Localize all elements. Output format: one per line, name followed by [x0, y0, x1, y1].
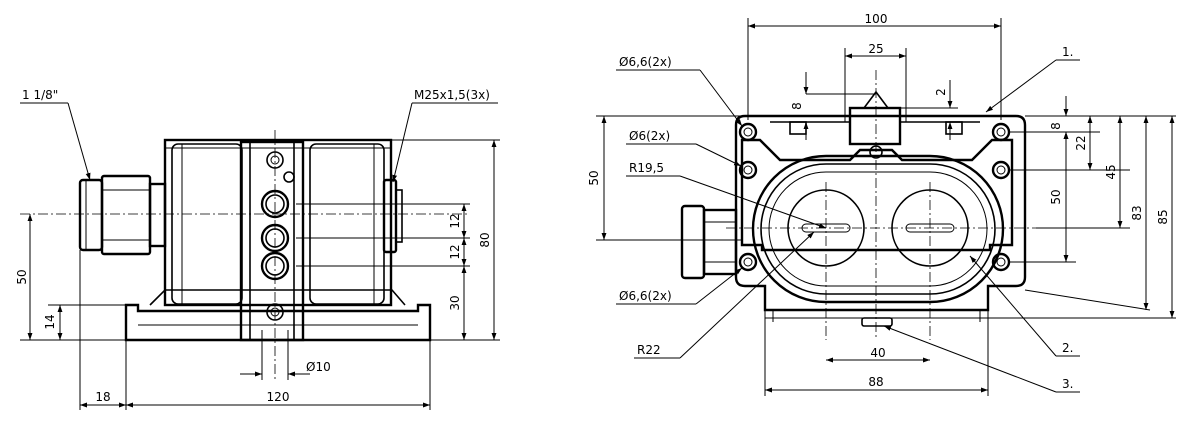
dim-gap-8: 8: [790, 102, 804, 110]
dim-right-85: 85: [1156, 209, 1170, 224]
callout-hole-66-top: Ø6,6(2x): [619, 55, 672, 69]
dim-right-22: 22: [1074, 135, 1088, 150]
mounting-holes: [738, 122, 1011, 272]
dim-pitch-12b: 12: [448, 244, 462, 259]
flange: [734, 114, 1027, 327]
dim-height-50-left: 50: [587, 170, 601, 185]
housing: [163, 138, 393, 307]
dim-offset-18: 18: [95, 390, 110, 404]
callout-thread: M25x1,5(3x): [414, 88, 490, 102]
dim-right-8: 8: [1049, 122, 1063, 130]
callout-pipe-size: 1 1/8": [22, 88, 58, 102]
dim-right-83: 83: [1130, 205, 1144, 220]
callout-radius-22: R22: [637, 343, 661, 357]
dim-height-30: 30: [448, 295, 462, 310]
cable-gland: [78, 174, 167, 256]
dim-right-50: 50: [1049, 189, 1063, 204]
front-view: 100 25 8 2 50 8 22: [587, 12, 1176, 396]
dim-height-50: 50: [15, 269, 29, 284]
item-label-1: 1.: [1062, 45, 1073, 59]
dim-width-120: 120: [267, 390, 290, 404]
dim-width-40: 40: [870, 346, 885, 360]
callout-hole-6: Ø6(2x): [629, 129, 670, 143]
top-latch: [770, 90, 980, 159]
item-label-2: 2.: [1062, 341, 1073, 355]
dim-width-25: 25: [868, 42, 883, 56]
dim-height-80: 80: [478, 232, 492, 247]
base-plate: [124, 289, 432, 342]
dim-height-14: 14: [43, 314, 57, 329]
item-label-3: 3.: [1062, 377, 1073, 391]
stadium-window: [751, 154, 1005, 304]
side-gland: [680, 204, 738, 280]
dim-dia-10: Ø10: [306, 360, 331, 374]
dim-width-100: 100: [865, 12, 888, 26]
thread-boss: [382, 178, 403, 254]
dim-gap-2: 2: [934, 88, 948, 96]
callout-hole-66-bottom: Ø6,6(2x): [619, 289, 672, 303]
side-view: 50 14 18 120 Ø10 12 12 30 80 1 1/8" M25x…: [15, 88, 500, 410]
dim-right-45: 45: [1104, 164, 1118, 179]
dim-width-88: 88: [868, 375, 883, 389]
dim-pitch-12a: 12: [448, 213, 462, 228]
callout-radius-195: R19,5: [629, 161, 664, 175]
